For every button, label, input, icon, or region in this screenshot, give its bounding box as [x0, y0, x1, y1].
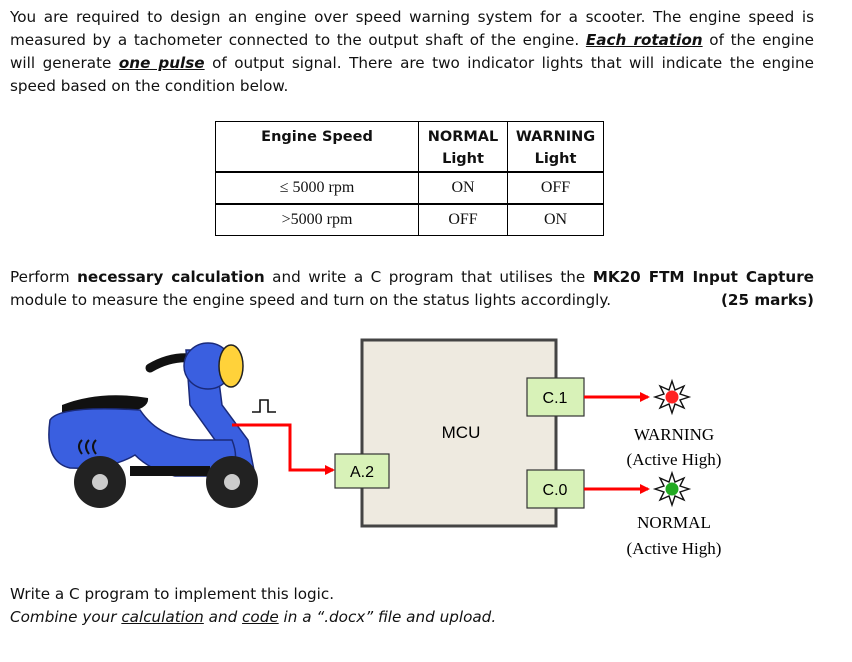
- mcu-label: MCU: [442, 423, 481, 442]
- footer-text: in a “.docx” file and upload.: [278, 608, 497, 626]
- pin-a2-label: A.2: [350, 464, 374, 481]
- task-emph: necessary calculation: [77, 268, 265, 286]
- warning-sublabel: (Active High): [627, 450, 722, 469]
- footer-instructions: Write a C program to implement this logi…: [10, 583, 710, 629]
- one-pulse-emph: one pulse: [118, 54, 205, 72]
- normal-sublabel: (Active High): [627, 539, 722, 558]
- mcu-box: [360, 338, 558, 528]
- task-text: Perform: [10, 268, 78, 286]
- task-paragraph: Perform necessary calculation and write …: [10, 266, 814, 312]
- normal-label: NORMAL: [637, 513, 711, 532]
- cell-normal: OFF: [418, 202, 508, 236]
- circuit-diagram: MCU A.2 C.1 C.0 WARNING (Active High) NO…: [48, 338, 722, 558]
- task-emph: MK20 FTM Input Capture: [592, 268, 814, 286]
- intro-text: You are required to design an engine ove…: [10, 8, 814, 49]
- intro-paragraph: You are required to design an engine ove…: [10, 6, 814, 98]
- cell-warning: ON: [507, 202, 604, 236]
- calculation-emph: calculation: [121, 608, 204, 626]
- each-rotation-emph: Each rotation: [585, 31, 703, 49]
- pulse-icon: [252, 399, 276, 413]
- table-row: ≤ 5000 rpm ON OFF: [215, 170, 604, 204]
- cell-speed: ≤ 5000 rpm: [215, 170, 419, 204]
- header-normal-light: NORMAL Light: [418, 121, 508, 172]
- task-text: and write a C program that utilises the: [264, 268, 593, 286]
- pin-c0-label: C.0: [543, 482, 568, 499]
- warning-label: WARNING: [634, 425, 714, 444]
- intro-text: of the engine will generate: [10, 31, 814, 72]
- intro-text: of output signal. There are two indicato…: [10, 54, 814, 95]
- cell-speed: >5000 rpm: [215, 202, 419, 236]
- green-led-icon: [652, 470, 692, 508]
- pin-c1: [526, 377, 585, 417]
- task-text: module to measure the engine speed and t…: [10, 291, 612, 309]
- table-row: >5000 rpm OFF ON: [215, 202, 604, 236]
- footer-text: and: [203, 608, 243, 626]
- footer-line-2: Combine your calculation and code in a “…: [10, 606, 710, 629]
- pin-c1-label: C.1: [543, 390, 568, 407]
- marks-label: (25 marks): [720, 291, 814, 309]
- header-warning-light: WARNING Light: [507, 121, 604, 172]
- pin-a2: [334, 453, 390, 489]
- table-header-row: Engine Speed NORMAL Light WARNING Light: [215, 121, 604, 172]
- speed-light-table: Engine Speed NORMAL Light WARNING Light …: [215, 121, 604, 236]
- red-led-icon: [652, 378, 692, 416]
- footer-line-1: Write a C program to implement this logi…: [10, 585, 335, 603]
- scooter-icon: [48, 342, 258, 508]
- tach-signal-wire: [232, 423, 335, 475]
- cell-normal: ON: [418, 170, 508, 204]
- pin-c0: [526, 469, 585, 509]
- header-engine-speed: Engine Speed: [215, 121, 419, 172]
- code-emph: code: [242, 608, 279, 626]
- footer-text: Combine your: [10, 608, 122, 626]
- cell-warning: OFF: [507, 170, 604, 204]
